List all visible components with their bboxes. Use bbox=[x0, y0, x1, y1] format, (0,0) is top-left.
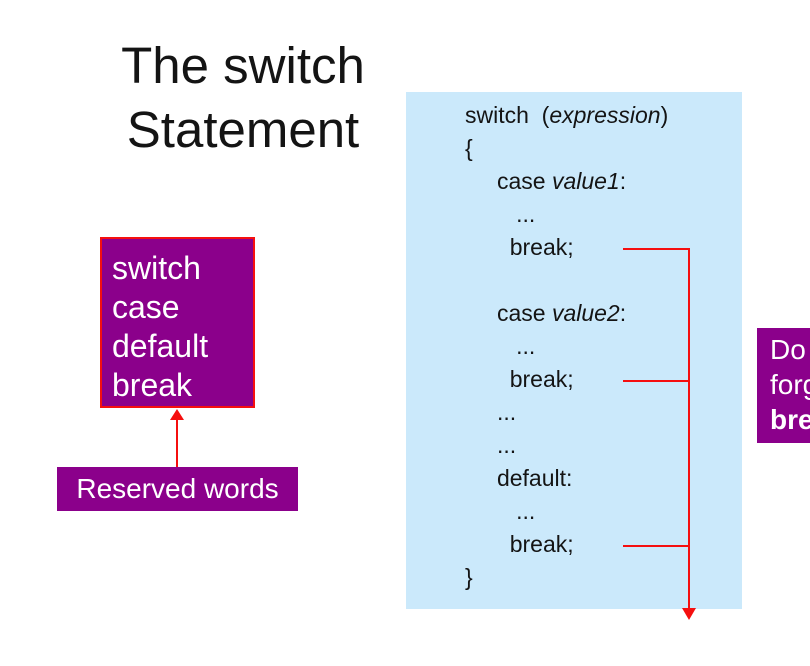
reserved-arrow-up-icon bbox=[170, 409, 184, 420]
code-line: ... bbox=[465, 201, 536, 227]
flow-arrow-down-icon bbox=[682, 608, 696, 620]
code-line: break; bbox=[465, 531, 574, 557]
slide-title-line1: The switch bbox=[121, 37, 365, 94]
keyword-line: switch bbox=[112, 250, 201, 286]
slide-title: The switch Statement bbox=[83, 34, 403, 162]
code-line: ... bbox=[465, 432, 517, 458]
code-line: ... bbox=[465, 498, 536, 524]
break-flow-vertical-line bbox=[688, 248, 690, 608]
code-line: switch (expression) bbox=[465, 102, 669, 128]
code-line: case value2: bbox=[465, 300, 627, 326]
code-line: { bbox=[465, 135, 473, 161]
note-line: forg bbox=[770, 369, 810, 400]
reserved-words-label: Reserved words bbox=[76, 473, 279, 504]
note-line: Do bbox=[770, 334, 806, 365]
slide-title-line2: Statement bbox=[126, 101, 360, 158]
switch-code-panel: switch (expression) { case value1: ... br… bbox=[406, 92, 742, 609]
code-line: ... bbox=[465, 333, 536, 359]
break3-connector-line bbox=[623, 545, 689, 547]
dont-forget-break-note-box: Do forg bre bbox=[757, 328, 810, 443]
code-line: break; bbox=[465, 366, 574, 392]
code-line: ... bbox=[465, 399, 517, 425]
keyword-line: case bbox=[112, 289, 180, 325]
code-line: case value1: bbox=[465, 168, 627, 194]
note-line: bre bbox=[770, 404, 810, 435]
code-line: break; bbox=[465, 234, 574, 260]
code-line: default: bbox=[465, 465, 573, 491]
reserved-arrow-line bbox=[176, 419, 178, 467]
code-line bbox=[465, 264, 742, 297]
keyword-line: break bbox=[112, 367, 193, 403]
reserved-words-label-box: Reserved words bbox=[57, 467, 298, 511]
keyword-line: default bbox=[112, 328, 209, 364]
break2-connector-line bbox=[623, 380, 689, 382]
code-line: } bbox=[465, 564, 473, 590]
break1-connector-line bbox=[623, 248, 689, 250]
